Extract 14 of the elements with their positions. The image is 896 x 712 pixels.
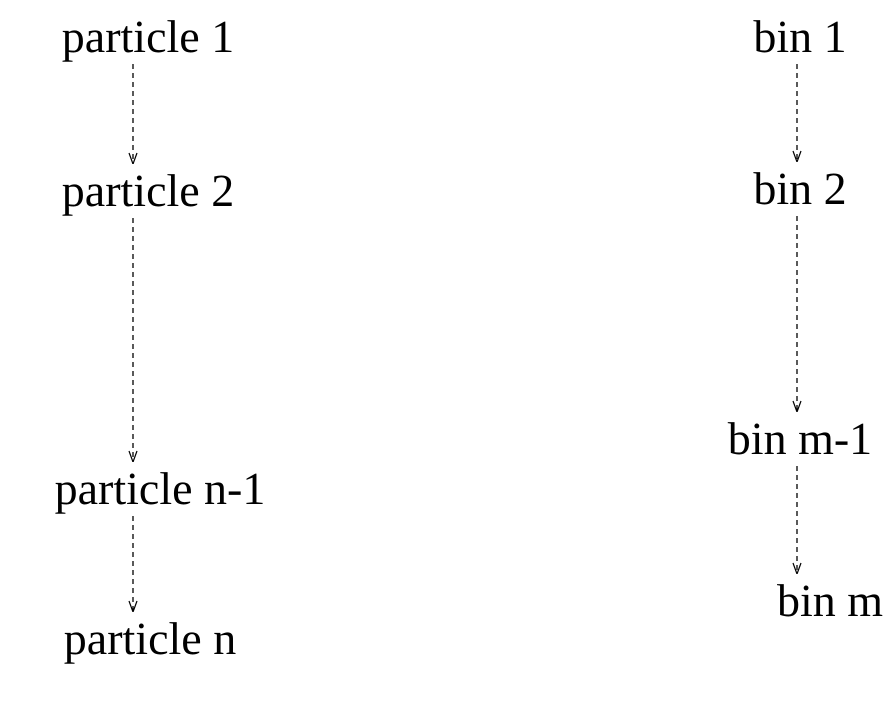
node-label: particle 1 bbox=[62, 14, 234, 60]
node-label: bin 2 bbox=[753, 166, 847, 212]
node-label: particle n bbox=[64, 616, 236, 662]
node-label: particle 2 bbox=[62, 168, 234, 214]
node-label: bin 1 bbox=[753, 14, 847, 60]
arrow bbox=[128, 64, 138, 165]
arrow bbox=[792, 216, 802, 413]
arrow bbox=[792, 64, 802, 163]
node-label: bin m bbox=[776, 578, 884, 624]
arrow bbox=[128, 218, 138, 463]
node-label: bin m-1 bbox=[728, 416, 872, 462]
arrow bbox=[128, 516, 138, 613]
node-label: particle n-1 bbox=[54, 466, 266, 512]
arrow bbox=[792, 466, 802, 575]
